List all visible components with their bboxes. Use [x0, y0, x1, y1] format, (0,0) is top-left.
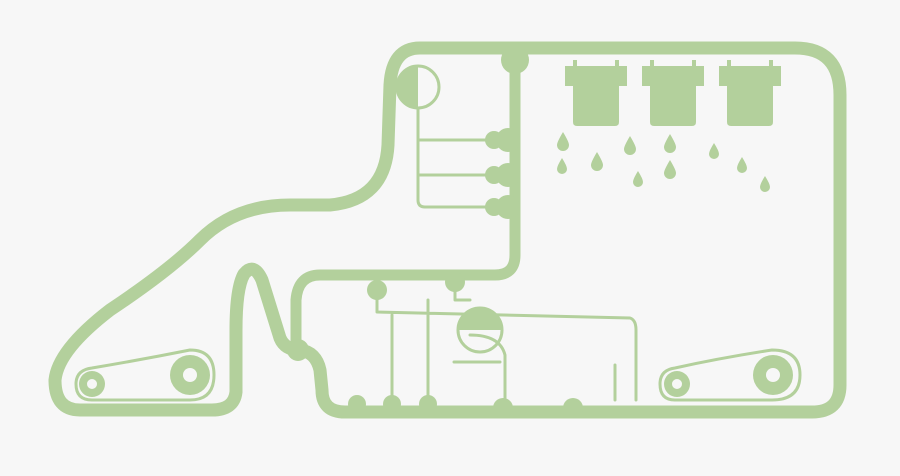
junction	[501, 46, 529, 74]
conveyor-left	[74, 348, 216, 402]
outer-pipe	[48, 41, 847, 419]
junction	[287, 339, 309, 361]
valve-icon	[493, 398, 513, 418]
valve-icon	[445, 272, 465, 292]
conveyor-right	[658, 348, 802, 402]
water-drop-icon	[557, 132, 770, 192]
gauge-wires	[416, 106, 492, 209]
inner-pipe	[290, 42, 521, 356]
valve-icon	[367, 280, 387, 300]
shirt-icon	[642, 60, 704, 126]
shirt-icon	[565, 60, 627, 126]
valve-icon	[563, 398, 583, 418]
valve-icon	[383, 395, 401, 413]
lower-wires	[375, 278, 638, 402]
shirt-icon	[719, 60, 781, 126]
drum-fill	[458, 308, 502, 330]
valve-icon	[348, 395, 366, 413]
gauge-fill	[397, 66, 418, 108]
valve-icon	[419, 395, 437, 413]
